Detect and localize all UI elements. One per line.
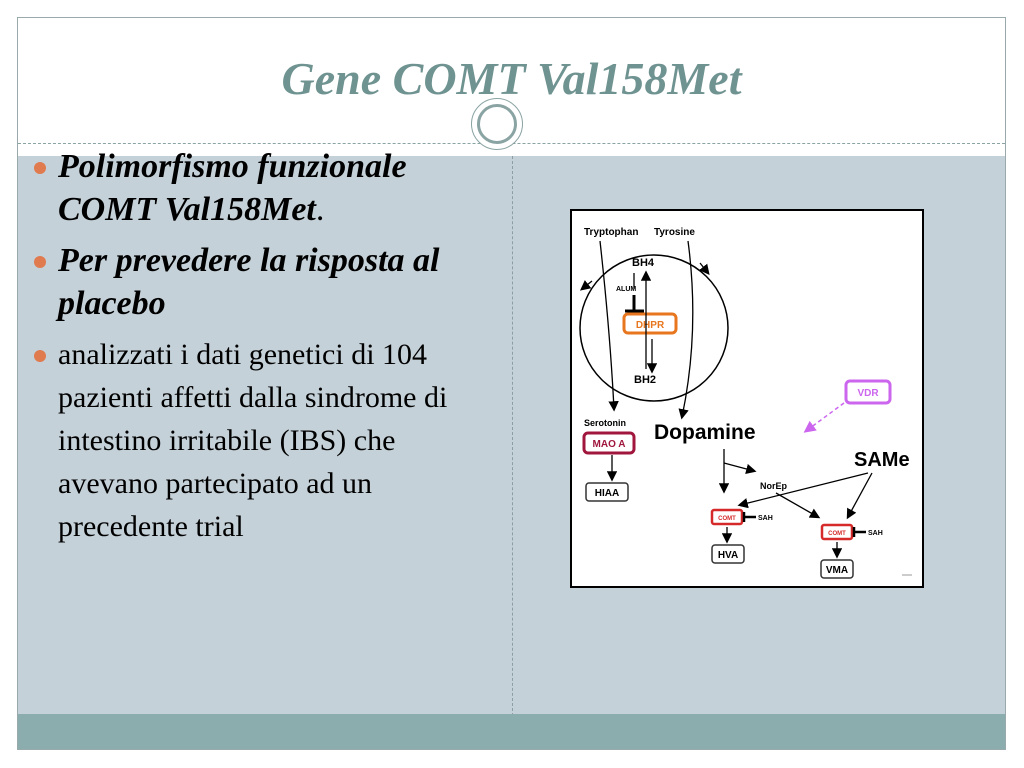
bullet-dot: [34, 350, 46, 362]
label-dopamine: Dopamine: [654, 421, 756, 444]
bullet-dot: [34, 162, 46, 174]
label-bh4: BH4: [632, 257, 655, 269]
dhpr-box: [622, 312, 678, 335]
slide-title: Gene COMT Val158Met: [281, 53, 742, 104]
mao-a-box: [582, 431, 636, 455]
pathway-svg: Tryptophan Tyrosine BH4 ALUM DHPR BH2 VD…: [579, 227, 912, 579]
label-tryptophan: Tryptophan: [584, 227, 638, 238]
label-dhpr: DHPR: [636, 320, 665, 331]
label-bh2: BH2: [634, 374, 656, 386]
vma-box: [820, 559, 854, 579]
label-mao-a: MAO A: [593, 439, 626, 450]
bullet-text-1: Polimorfismo funzionale COMT Val158Met: [58, 148, 407, 228]
title-spacer: [18, 144, 1005, 156]
bullet-item-1: Polimorfismo funzionale COMT Val158Met.: [30, 145, 470, 231]
label-alum: ALUM: [616, 286, 636, 293]
column-divider: [512, 156, 513, 716]
label-vdr: VDR: [857, 388, 879, 399]
label-hiaa: HIAA: [595, 488, 619, 499]
comt-left-box: [710, 508, 744, 526]
label-same: SAMe: [854, 449, 910, 471]
label-vma: VMA: [826, 565, 848, 576]
circle-ornament-inner: [477, 104, 517, 144]
label-norep: NorEp: [760, 481, 788, 491]
label-hva: HVA: [718, 550, 738, 561]
bullet-text-1-suffix: .: [315, 191, 325, 228]
comt-right-box: [820, 523, 854, 541]
label-comt-right: COMT: [828, 531, 846, 537]
bullet-text-3: analizzati i dati genetici di 104 pazien…: [58, 338, 448, 543]
pathway-diagram: Tryptophan Tyrosine BH4 ALUM DHPR BH2 VD…: [570, 209, 924, 588]
vdr-box: [844, 379, 892, 405]
label-sah-left: SAH: [758, 515, 773, 522]
bullet-list: Polimorfismo funzionale COMT Val158Met. …: [30, 145, 470, 548]
bh4-cycle-circle: [579, 254, 729, 402]
footer-bar: [18, 714, 1005, 749]
bullet-item-2: Per prevedere la risposta al placebo: [30, 239, 470, 325]
bullet-item-3: analizzati i dati genetici di 104 pazien…: [30, 333, 470, 548]
hiaa-box: [585, 482, 629, 502]
label-tyrosine: Tyrosine: [654, 227, 695, 238]
circle-ornament: [471, 98, 523, 150]
bullet-text-2: Per prevedere la risposta al placebo: [58, 242, 440, 322]
label-serotonin: Serotonin: [584, 418, 626, 428]
bullet-dot: [34, 256, 46, 268]
label-sah-right: SAH: [868, 530, 883, 537]
label-comt-left: COMT: [718, 516, 736, 522]
hva-box: [711, 544, 745, 564]
